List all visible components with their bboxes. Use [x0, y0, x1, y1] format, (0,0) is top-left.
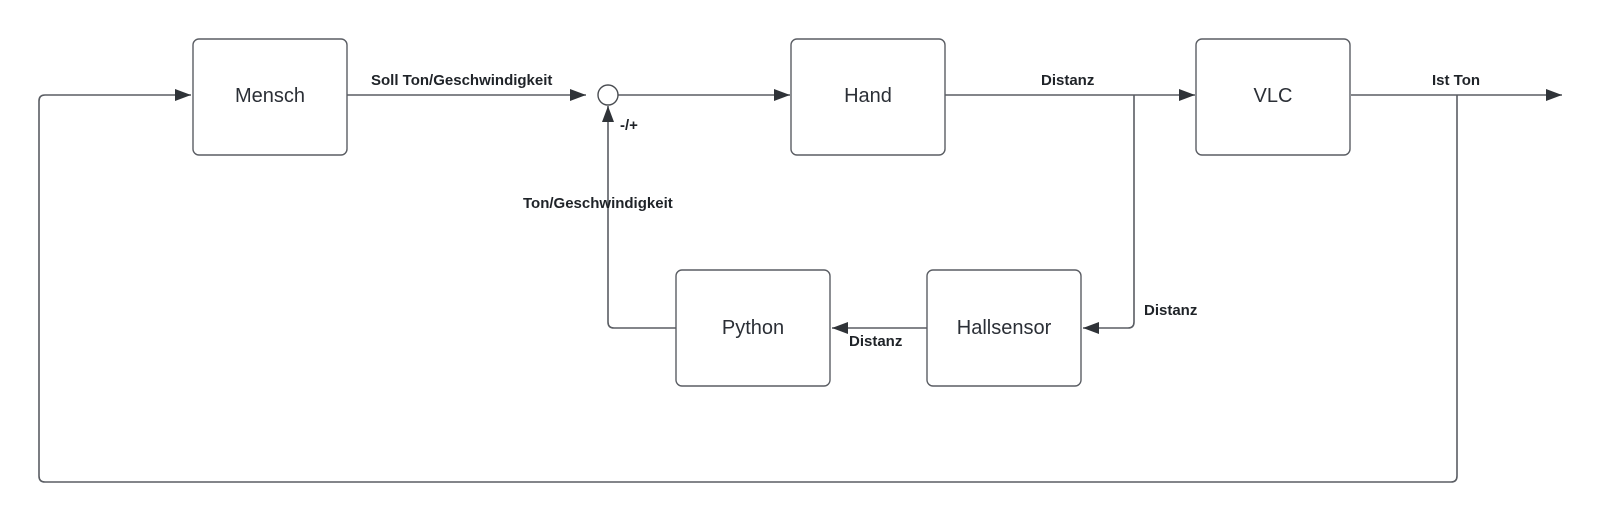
block-python-label: Python	[722, 317, 784, 339]
edge-label-hallsensor-python: Distanz	[849, 333, 902, 350]
edge-outer-feedback-loop	[38, 89, 1458, 483]
edge-branch-to-hallsensor	[1083, 95, 1135, 334]
block-vlc-label: VLC	[1254, 85, 1293, 107]
summing-junction	[597, 84, 619, 106]
junction-sign-label: -/+	[620, 117, 638, 134]
edge-label-hand-vlc: Distanz	[1041, 72, 1094, 89]
block-hallsensor-label: Hallsensor	[957, 317, 1052, 339]
edge-label-ist-ton: Ist Ton	[1432, 72, 1480, 89]
block-mensch-label: Mensch	[235, 85, 305, 107]
edge-label-branch-hallsensor: Distanz	[1144, 302, 1197, 319]
block-hand[interactable]: Hand	[790, 38, 946, 156]
block-hand-label: Hand	[844, 85, 892, 107]
block-hallsensor[interactable]: Hallsensor	[926, 269, 1082, 387]
block-python[interactable]: Python	[675, 269, 831, 387]
edge-python-to-junction	[602, 106, 676, 329]
edge-label-python-junction: Ton/Geschwindigkeit	[523, 195, 673, 212]
edge-label-soll: Soll Ton/Geschwindigkeit	[371, 72, 552, 89]
block-mensch[interactable]: Mensch	[192, 38, 348, 156]
block-vlc[interactable]: VLC	[1195, 38, 1351, 156]
